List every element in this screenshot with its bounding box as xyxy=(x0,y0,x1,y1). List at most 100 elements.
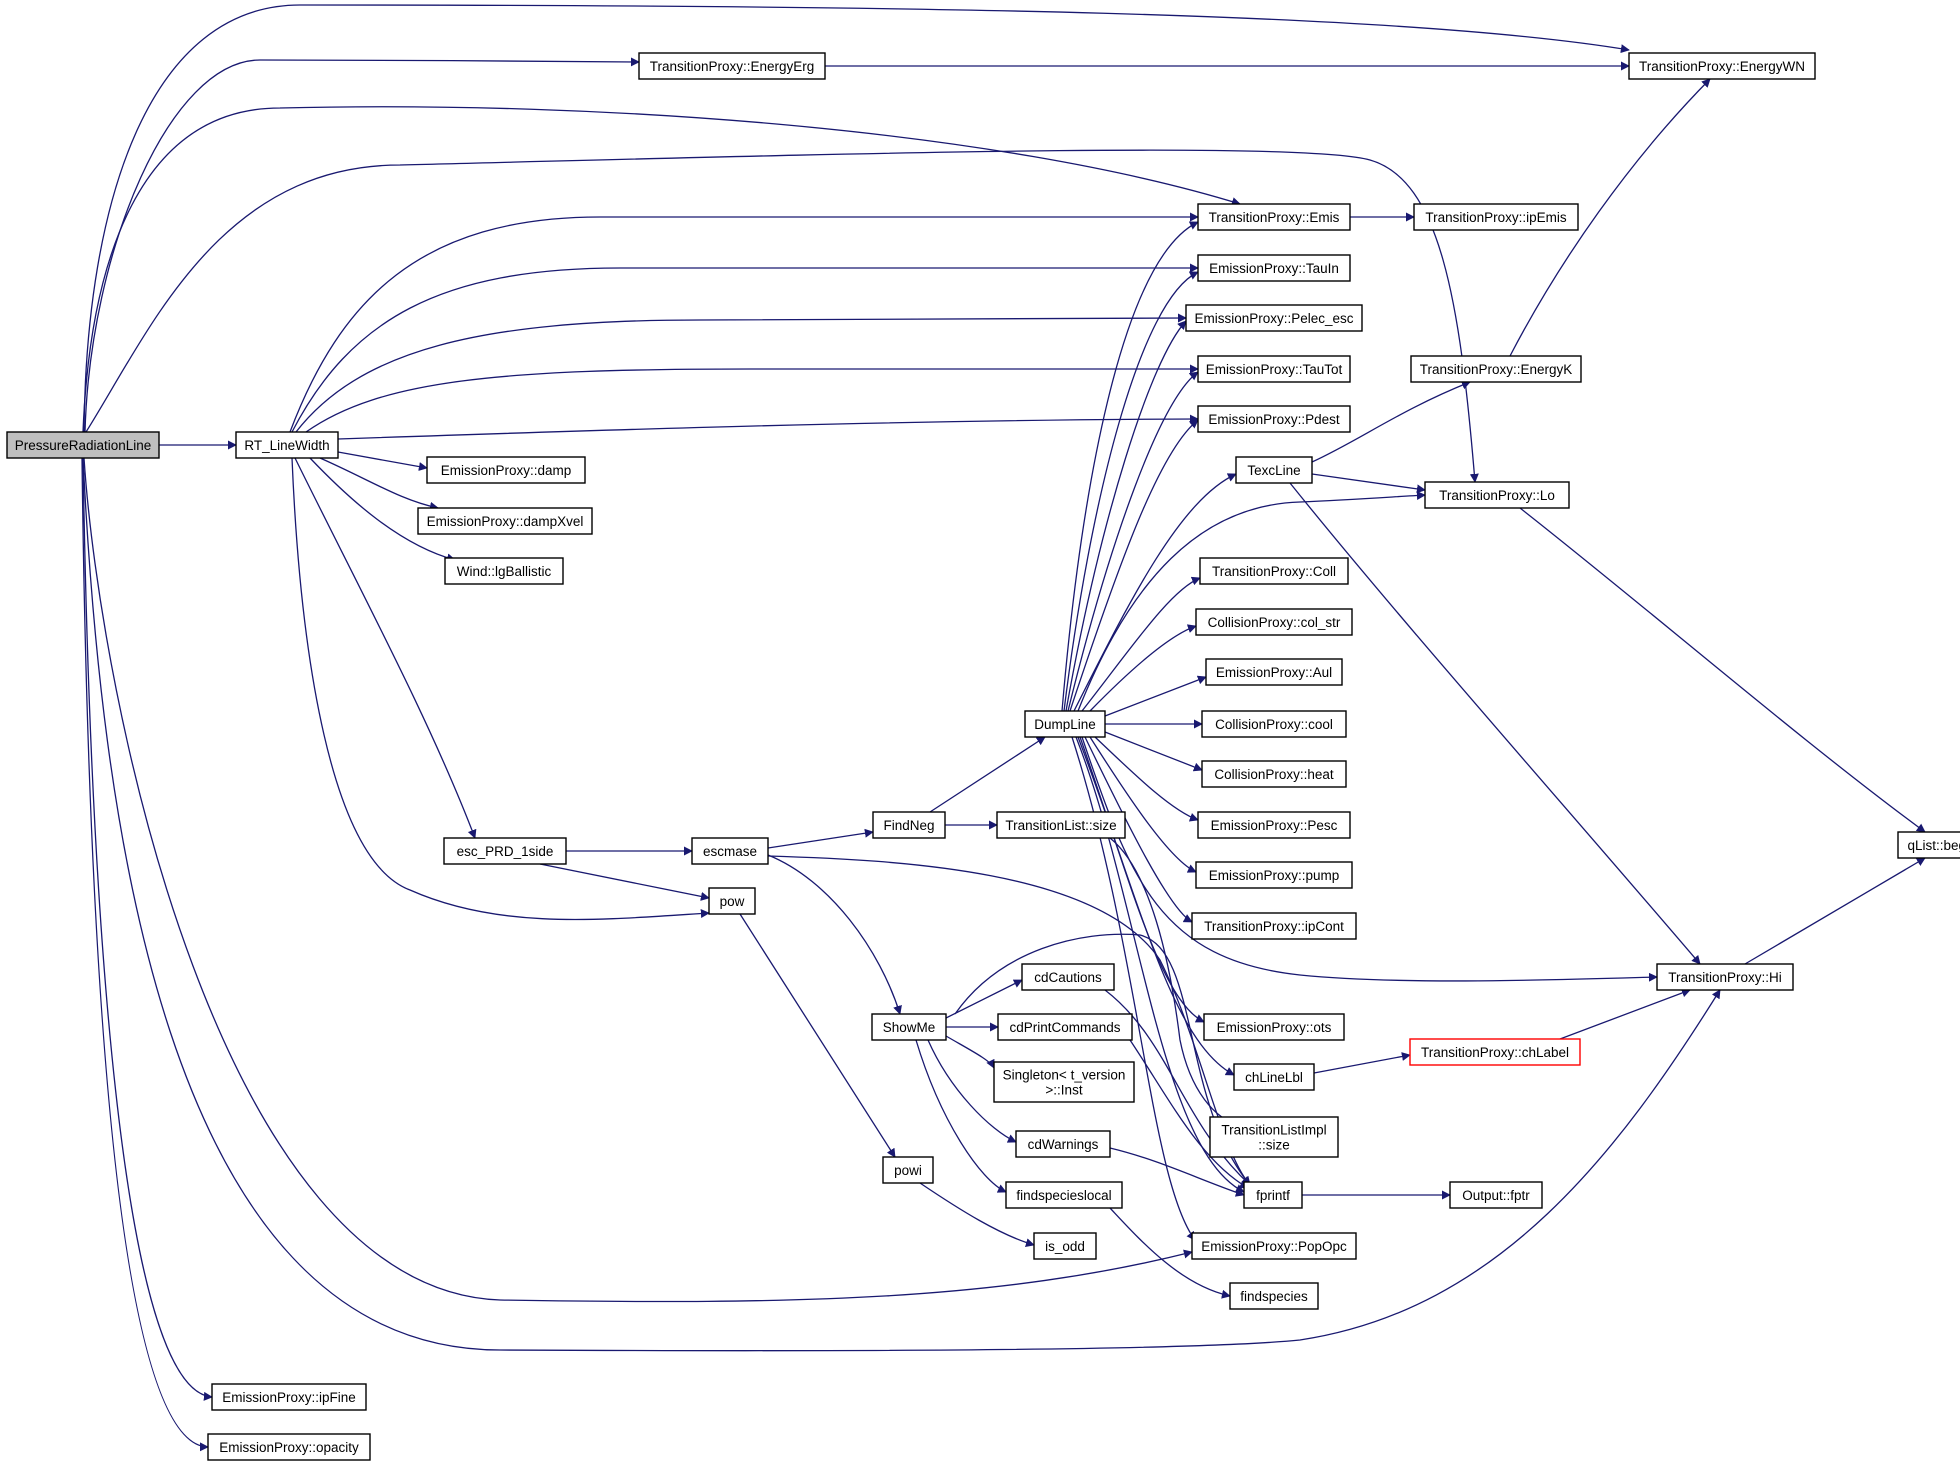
node-cool[interactable]: CollisionProxy::cool xyxy=(1201,710,1347,738)
node-heat[interactable]: CollisionProxy::heat xyxy=(1201,760,1347,788)
node-tauin[interactable]: EmissionProxy::TauIn xyxy=(1197,254,1351,282)
node-tlimplsize[interactable]: TransitionListImpl::size xyxy=(1209,1116,1339,1158)
node-pump[interactable]: EmissionProxy::pump xyxy=(1195,861,1353,889)
node-label: >::Inst xyxy=(1045,1083,1082,1098)
edge-chlabel-to-hi xyxy=(1559,988,1691,1040)
node-box xyxy=(1449,1181,1543,1209)
edge-rtlw-to-damp xyxy=(337,451,428,471)
node-lgball[interactable]: Wind::lgBallistic xyxy=(444,557,564,585)
node-rtlw[interactable]: RT_LineWidth xyxy=(235,431,339,459)
node-label: Wind::lgBallistic xyxy=(457,564,552,579)
edge-findneg-to-dumpline xyxy=(929,736,1046,813)
node-label: EmissionProxy::Aul xyxy=(1216,665,1332,680)
node-label: qList::begin xyxy=(1907,838,1960,853)
node-chlabel[interactable]: TransitionProxy::chLabel xyxy=(1409,1038,1581,1066)
node-label: escmase xyxy=(703,844,757,859)
node-popopc[interactable]: EmissionProxy::PopOpc xyxy=(1191,1232,1357,1260)
edge-rtlw-to-tauin xyxy=(291,263,1199,433)
edge-cdwarnings-to-fprintf xyxy=(1109,1147,1245,1197)
node-ipcont[interactable]: TransitionProxy::ipCont xyxy=(1191,912,1357,940)
node-box xyxy=(1229,1282,1319,1310)
node-ipemis[interactable]: TransitionProxy::ipEmis xyxy=(1413,203,1579,231)
node-label: esc_PRD_1side xyxy=(457,844,554,859)
node-box xyxy=(207,1433,371,1461)
node-box xyxy=(426,456,586,484)
edge-dumpline-to-pump xyxy=(1089,736,1197,873)
node-outputfptr[interactable]: Output::fptr xyxy=(1449,1181,1543,1209)
node-label: findspecieslocal xyxy=(1016,1188,1111,1203)
node-cdprint[interactable]: cdPrintCommands xyxy=(997,1013,1133,1041)
node-emis[interactable]: TransitionProxy::Emis xyxy=(1197,203,1351,231)
edge-findspecieslocal-to-findspecies xyxy=(1109,1207,1231,1299)
node-box xyxy=(1199,557,1349,585)
edge-chlinelbl-to-chlabel xyxy=(1313,1052,1411,1074)
node-label: CollisionProxy::heat xyxy=(1214,767,1334,782)
node-box xyxy=(444,557,564,585)
node-dumpline[interactable]: DumpLine xyxy=(1024,710,1106,738)
node-label: EmissionProxy::Pdest xyxy=(1208,412,1340,427)
node-escmase[interactable]: escmase xyxy=(691,837,769,865)
node-opacity[interactable]: EmissionProxy::opacity xyxy=(207,1433,371,1461)
node-singleton[interactable]: Singleton< t_version>::Inst xyxy=(993,1061,1135,1103)
node-dampxvel[interactable]: EmissionProxy::dampXvel xyxy=(417,507,593,535)
edge-root-to-ipfine xyxy=(82,457,213,1401)
node-root[interactable]: PressureRadiationLine xyxy=(6,431,160,459)
node-pelec[interactable]: EmissionProxy::Pelec_esc xyxy=(1185,304,1363,332)
node-box xyxy=(708,887,756,915)
node-energyk[interactable]: TransitionProxy::EnergyK xyxy=(1410,355,1582,383)
node-lo[interactable]: TransitionProxy::Lo xyxy=(1424,481,1570,509)
node-colstr[interactable]: CollisionProxy::col_str xyxy=(1195,608,1353,636)
node-findspecies[interactable]: findspecies xyxy=(1229,1282,1319,1310)
node-ots[interactable]: EmissionProxy::ots xyxy=(1203,1013,1345,1041)
edge-showme-to-cdwarnings xyxy=(927,1039,1017,1143)
node-box xyxy=(1195,861,1353,889)
node-findspecieslocal[interactable]: findspecieslocal xyxy=(1005,1181,1123,1209)
node-pesc[interactable]: EmissionProxy::Pesc xyxy=(1197,811,1351,839)
node-qbegin[interactable]: qList::begin xyxy=(1897,831,1960,859)
node-label: TransitionProxy::chLabel xyxy=(1421,1045,1569,1060)
edge-showme-to-cdcautions xyxy=(945,979,1023,1019)
node-showme[interactable]: ShowMe xyxy=(871,1013,947,1041)
node-powi[interactable]: powi xyxy=(882,1156,934,1184)
node-texcline[interactable]: TexcLine xyxy=(1235,456,1313,484)
node-aul[interactable]: EmissionProxy::Aul xyxy=(1205,658,1343,686)
edge-dumpline-to-hi xyxy=(1081,736,1658,982)
edge-dumpline-to-chlinelbl xyxy=(1077,736,1235,1076)
node-pow[interactable]: pow xyxy=(708,887,756,915)
node-label: TransitionProxy::EnergyWN xyxy=(1639,59,1805,74)
edge-dumpline-to-colstr xyxy=(1089,624,1197,712)
edge-dumpline-to-heat xyxy=(1104,731,1203,772)
edge-dumpline-to-tauin xyxy=(1063,271,1199,712)
node-energyerg[interactable]: TransitionProxy::EnergyErg xyxy=(638,52,826,80)
node-chlinelbl[interactable]: chLineLbl xyxy=(1233,1063,1315,1091)
node-label: TransitionProxy::Lo xyxy=(1439,488,1555,503)
node-escprd[interactable]: esc_PRD_1side xyxy=(443,837,567,865)
node-findneg[interactable]: FindNeg xyxy=(872,811,946,839)
edge-root-to-opacity xyxy=(81,457,209,1452)
node-label: findspecies xyxy=(1240,1289,1308,1304)
node-label: EmissionProxy::ipFine xyxy=(222,1390,356,1405)
node-coll[interactable]: TransitionProxy::Coll xyxy=(1199,557,1349,585)
node-damp[interactable]: EmissionProxy::damp xyxy=(426,456,586,484)
node-box xyxy=(882,1156,934,1184)
node-fprintf[interactable]: fprintf xyxy=(1243,1181,1303,1209)
edge-texcline-to-lo xyxy=(1311,473,1426,494)
node-box xyxy=(211,1383,367,1411)
node-cdwarnings[interactable]: cdWarnings xyxy=(1015,1130,1111,1158)
node-box xyxy=(1015,1130,1111,1158)
node-tlsize[interactable]: TransitionList::size xyxy=(996,811,1126,839)
edge-showme-to-fprintf xyxy=(954,933,1251,1186)
node-box xyxy=(1195,608,1353,636)
node-ipfine[interactable]: EmissionProxy::ipFine xyxy=(211,1383,367,1411)
node-label: EmissionProxy::damp xyxy=(441,463,572,478)
node-label: FindNeg xyxy=(883,818,934,833)
node-label: powi xyxy=(894,1163,922,1178)
node-box xyxy=(1201,710,1347,738)
node-isodd[interactable]: is_odd xyxy=(1033,1232,1097,1260)
node-hi[interactable]: TransitionProxy::Hi xyxy=(1656,963,1794,991)
node-pdest[interactable]: EmissionProxy::Pdest xyxy=(1197,405,1351,433)
node-box xyxy=(235,431,339,459)
node-tautot[interactable]: EmissionProxy::TauTot xyxy=(1197,355,1351,383)
node-energywn[interactable]: TransitionProxy::EnergyWN xyxy=(1628,52,1816,80)
node-cdcautions[interactable]: cdCautions xyxy=(1021,963,1115,991)
